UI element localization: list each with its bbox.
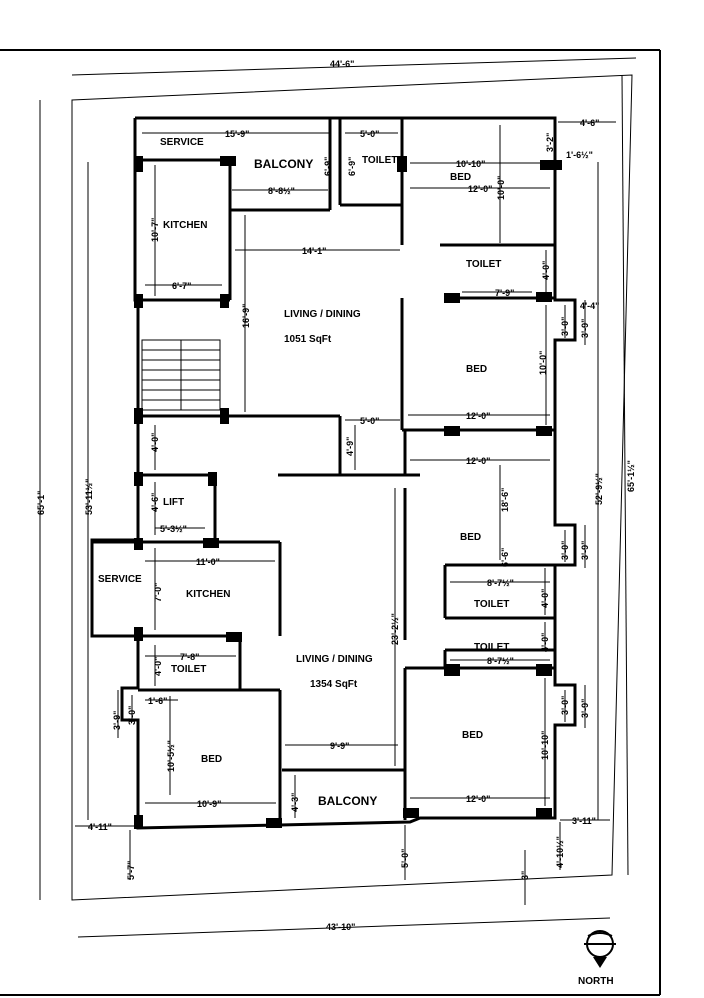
dim-jog-top-right2: 1'-6½" — [566, 150, 593, 160]
dim-balcony-height: 6'-9" — [323, 157, 333, 176]
page-frame — [0, 49, 661, 996]
dim-setback-bottom-left: 4'-11" — [88, 822, 112, 832]
dim-bay3-a: 3'-0" — [560, 696, 570, 715]
room-labels: SERVICE BALCONY TOILET BED KITCHEN TOILE… — [98, 137, 509, 808]
room-label-balcony-bottom: BALCONY — [318, 794, 377, 808]
dim-living1-width: 14'-1" — [302, 246, 326, 256]
dim-toilet-mid-width: 8'-7½" — [487, 578, 514, 588]
dim-bay1-width: 4'-4" — [580, 301, 599, 311]
dim-kitchen-height: 10'-7" — [150, 218, 160, 242]
dim-toilet-r1-width: 7'-9" — [495, 288, 514, 298]
dim-toilet-mid2-width: 8'-7½" — [487, 656, 514, 666]
room-label-toilet-mid-r2: TOILET — [474, 642, 509, 653]
room-label-kitchen-mid: KITCHEN — [186, 589, 230, 600]
dim-kitchen2-height: 7'-0" — [153, 583, 163, 602]
dim-lobby-width: 5'-0" — [360, 416, 379, 426]
room-label-lift: LIFT — [163, 497, 184, 508]
exterior-walls — [90, 116, 577, 830]
dim-front-left: 5'-7" — [126, 861, 136, 880]
dim-front-right2: 3" — [520, 871, 530, 880]
dim-jog-top-right: 3'-2" — [545, 133, 555, 152]
room-label-bed-right2: BED — [460, 532, 481, 543]
room-label-living2-area: 1354 SqFt — [310, 679, 358, 690]
dim-kitchen-width: 6'-7" — [172, 281, 191, 291]
overall-dimension-lines — [39, 57, 637, 938]
dim-bay2-a: 3'-0" — [560, 541, 570, 560]
dim-bed-r1-width: 12'-0" — [466, 411, 490, 421]
room-label-bed-right3: BED — [462, 730, 483, 741]
room-label-toilet-right1: TOILET — [466, 259, 501, 270]
dimension-labels-vertical: 65'-1" 65'-1½" 53'-11½" 52'-9½" 6'-9" 6'… — [36, 133, 636, 880]
dim-bed-left-width: 10'-9" — [197, 799, 221, 809]
dim-toilet-mid2-height: 4'-0" — [540, 633, 550, 652]
dim-kitchen2-width: 11'-0" — [196, 557, 220, 567]
dim-bed-r2-height: 18'-6" — [500, 488, 510, 512]
north-arrow-icon — [584, 930, 616, 968]
room-label-kitchen-top: KITCHEN — [163, 220, 207, 231]
room-label-bed-left: BED — [201, 754, 222, 765]
structural-columns — [134, 156, 562, 829]
dim-setback-bottom-right: 3'-11" — [572, 816, 596, 826]
dim-bed-top-width: 10'-10" — [456, 159, 485, 169]
dim-bottom-overall: 43'-10" — [326, 922, 355, 932]
dim-balcony-width: 8'-8½" — [268, 186, 295, 196]
dim-bed-r3-height: 10'-10" — [540, 731, 550, 760]
room-label-living1-area: 1051 SqFt — [284, 334, 332, 345]
dim-bay-left-b: 3'-0" — [127, 706, 137, 725]
dim-inner-left: 53'-11½" — [84, 479, 94, 515]
room-label-living2: LIVING / DINING — [296, 654, 373, 665]
dim-bed-top-height: 10'-0" — [496, 176, 506, 200]
room-label-balcony-top: BALCONY — [254, 157, 313, 171]
dim-toilet-top-width: 5'-0" — [360, 129, 379, 139]
dim-living2-width: 9'-9" — [330, 741, 349, 751]
dim-left-overall: 65'-1" — [36, 491, 46, 515]
internal-dimension-lines — [75, 125, 610, 905]
dim-toilet-mid-height2: 4'-0" — [540, 589, 550, 608]
dim-bay3-b: 3'-9" — [580, 699, 590, 718]
dimension-labels-horizontal: 44'-6" 43'-10" 15'-9" 5'-0" 10'-10" 12'-… — [88, 59, 599, 932]
dim-bay-left-a: 3'-9" — [112, 711, 122, 730]
dim-bay-left-c: 1'-6" — [148, 696, 167, 706]
plot-boundary — [71, 74, 633, 901]
dim-stair-height: 4'-0" — [150, 433, 160, 452]
dim-right-overall: 65'-1½" — [626, 460, 636, 492]
dim-setback-top-right: 4'-6" — [580, 118, 599, 128]
dim-lobby-height: 4'-9" — [345, 437, 355, 456]
dim-bed-r3-width: 12'-0" — [466, 794, 490, 804]
dim-bay1-b: 3'-9" — [580, 319, 590, 338]
dim-bed-r2-width: 12'-0" — [466, 456, 490, 466]
north-label: NORTH — [578, 976, 614, 987]
room-label-toilet-left: TOILET — [171, 664, 206, 675]
dim-toilet-r1-height: 4'-0" — [541, 261, 551, 280]
dim-front-middle: 5'-0" — [400, 849, 410, 868]
room-label-toilet-mid-r: TOILET — [474, 599, 509, 610]
staircase — [141, 339, 221, 411]
interior-walls — [92, 118, 555, 822]
room-label-toilet-top: TOILET — [362, 155, 397, 166]
dim-top-overall: 44'-6" — [330, 59, 354, 69]
dim-balcony2-height: 4'-3" — [290, 793, 300, 812]
room-label-bed-right1: BED — [466, 364, 487, 375]
dim-service-width: 15'-9" — [225, 129, 249, 139]
dim-lift-width: 5'-3½" — [160, 524, 187, 534]
dim-toilet-mid-height: 6'-6" — [500, 548, 510, 567]
dim-living1-height: 16'-9" — [241, 304, 251, 328]
dim-front-right: 4'-10½" — [555, 836, 565, 868]
dim-bed-top-width2: 12'-0" — [468, 184, 492, 194]
dim-lift-height: 4'-6" — [150, 493, 160, 512]
dim-bed-left-height: 10'-5½" — [166, 740, 176, 772]
room-label-living1: LIVING / DINING — [284, 309, 361, 320]
dim-bay1-a: 3'-0" — [560, 317, 570, 336]
dim-inner-right: 52'-9½" — [594, 473, 604, 505]
dim-toilet-top-height: 6'-9" — [347, 157, 357, 176]
dim-living2-height: 23'-2½" — [390, 613, 400, 645]
dim-bed-r1-height: 10'-0" — [538, 351, 548, 375]
room-label-service-mid: SERVICE — [98, 574, 142, 585]
room-label-bed-top: BED — [450, 172, 471, 183]
dim-bay2-b: 3'-9" — [580, 541, 590, 560]
dim-toilet-left-height: 4'-0" — [153, 657, 163, 676]
room-label-service-top: SERVICE — [160, 137, 204, 148]
dim-toilet-left-width: 7'-8" — [180, 652, 199, 662]
